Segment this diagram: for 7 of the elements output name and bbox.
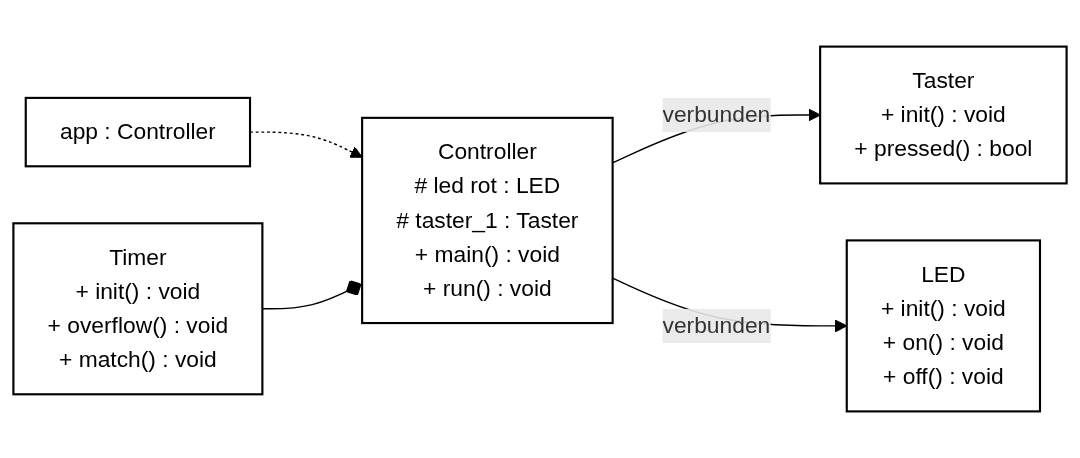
node-box: Timer + init() : void + overflow() : void + match() : void: [12, 222, 264, 396]
node-box: app : Controller: [24, 96, 252, 168]
node-box: Controller # led rot : LED # taster_1 : Taster + main() : void + run() : void: [361, 116, 614, 325]
edge-label: verbunden: [662, 313, 771, 338]
edge-label: verbunden: [662, 102, 771, 127]
node-box: LED + init() : void + on() : void + off() : void: [845, 239, 1042, 413]
node-box: Taster + init() : void + pressed() : bool: [819, 45, 1068, 185]
